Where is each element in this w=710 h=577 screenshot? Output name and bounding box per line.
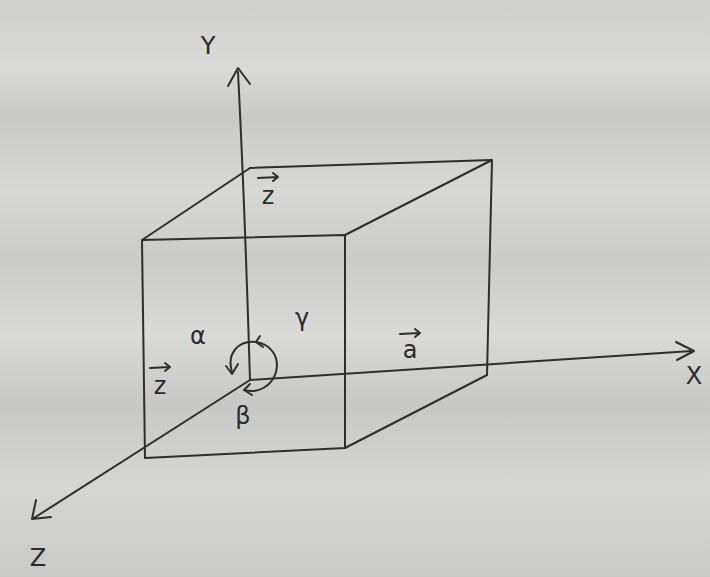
vector-label: z [154, 374, 167, 398]
arc-arrowhead [226, 364, 238, 374]
axis-label: X [686, 364, 702, 388]
cube-edge [345, 160, 492, 235]
vector-label: a [403, 338, 418, 362]
y-arrowhead [228, 68, 250, 86]
angle-label: α [190, 324, 206, 348]
x-arrowhead [676, 342, 694, 360]
vector-arrow [258, 173, 278, 181]
cube-edge [345, 375, 487, 448]
vector-arrow [150, 363, 170, 371]
z-arrowhead [32, 500, 51, 519]
axis-label: Y [201, 34, 216, 58]
arc-arrowhead [256, 336, 263, 347]
arc-arrowhead [244, 384, 252, 395]
z-axis [34, 380, 250, 518]
cube-edge [250, 160, 492, 375]
cube-edge [142, 168, 250, 240]
vector-label: z [262, 184, 275, 208]
angle-arc [244, 372, 276, 391]
cube-edge [142, 235, 345, 458]
angle-label: γ [295, 306, 309, 330]
x-axis [250, 351, 692, 380]
y-axis [238, 72, 250, 380]
angle-label: β [235, 404, 250, 428]
axis-label: Z [30, 546, 46, 570]
angle-arc [231, 342, 277, 372]
vector-arrow [400, 329, 420, 337]
